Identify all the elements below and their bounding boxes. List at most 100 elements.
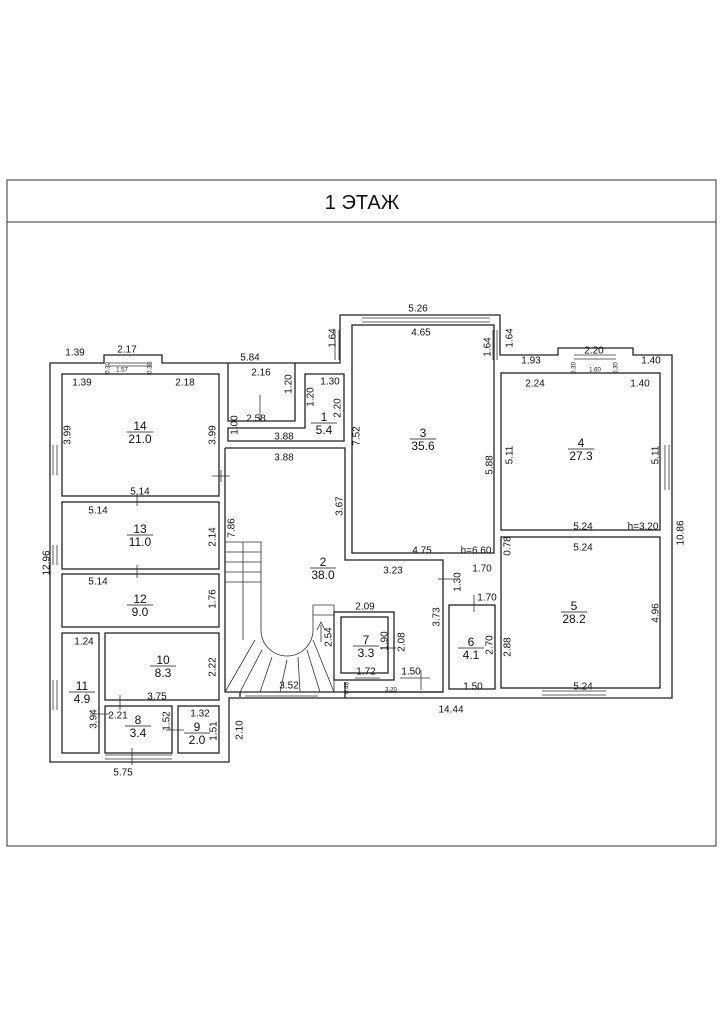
room-area: 4.1	[463, 648, 480, 662]
dimension-label: 0.30	[614, 362, 620, 374]
dimension-label: 5.24	[573, 543, 593, 554]
room-label-6: 64.1	[458, 635, 484, 662]
dimension-label: 2.17	[117, 345, 137, 356]
room-label-8: 83.4	[125, 713, 151, 740]
dimension-label: 1.60	[589, 368, 601, 374]
dimension-label: 3.99	[208, 425, 219, 445]
dimension-label: 3.67	[335, 496, 346, 516]
dimension-label: 1.93	[521, 356, 541, 367]
dimension-label: 1.00	[230, 415, 241, 435]
domclick-watermark: Домклик	[22, 990, 92, 1007]
dimension-label: 2.18	[175, 378, 195, 389]
dimension-label: 2.09	[355, 602, 375, 613]
dimension-label: h=6.60	[461, 546, 492, 557]
dimension-label: 1.50	[463, 682, 483, 693]
room-label-4: 427.3	[568, 436, 594, 463]
dimension-label: 2.14	[208, 527, 219, 547]
dimension-label: 1.40	[641, 356, 661, 367]
room-area: 38.0	[311, 568, 335, 582]
dimension-label: 5.14	[88, 577, 108, 588]
dimension-label: 2.22	[208, 657, 219, 677]
dimension-label: 7.52	[352, 426, 363, 446]
dimension-label: 4.75	[412, 546, 432, 557]
dimension-label: 1.30	[320, 377, 340, 388]
dimension-label: 5.26	[408, 304, 428, 315]
dimension-label: 0.30	[148, 362, 154, 374]
dimension-label: 2.20	[333, 398, 344, 418]
floor-title: 1 ЭТАЖ	[325, 192, 400, 214]
dimension-label: 3.88	[274, 453, 294, 464]
dimension-label: 1.51	[209, 721, 220, 741]
room-number: 8	[135, 713, 142, 727]
dimension-label: 5.11	[505, 445, 516, 464]
dimension-label: 0.30	[572, 362, 578, 374]
room-area: 8.3	[155, 666, 172, 680]
windows	[52, 317, 670, 760]
room-label-10: 108.3	[150, 653, 176, 680]
dimension-label: 10.86	[676, 520, 687, 545]
dimension-label: 1.20	[306, 387, 317, 407]
dimension-label: 1.57	[116, 368, 128, 374]
dimension-label: 3.20	[385, 688, 397, 694]
dimension-label: 2.10	[235, 720, 246, 740]
room-number: 2	[320, 555, 327, 569]
dimension-label: 1.70	[477, 593, 497, 604]
room-area: 35.6	[411, 439, 435, 453]
room-label-7: 73.3	[353, 633, 379, 660]
room-label-11: 114.9	[69, 679, 95, 706]
dimension-label: 1.30	[453, 572, 464, 592]
dimension-label: 5.84	[240, 353, 260, 364]
room-number: 7	[363, 633, 370, 647]
room-number: 3	[420, 426, 427, 440]
dimension-label: 1.24	[74, 637, 94, 648]
room-area: 21.0	[128, 432, 152, 446]
room-number: 9	[194, 720, 201, 734]
dimension-label: 1.70	[472, 564, 492, 575]
dimension-label: 3.99	[63, 425, 74, 445]
dimension-label: 5.88	[485, 455, 496, 475]
room-label-1: 15.4	[311, 410, 337, 437]
dimension-label: 1.76	[208, 589, 219, 609]
dimension-label: 2.88	[503, 637, 514, 657]
room-outlines	[61, 324, 661, 754]
room-area: 3.3	[358, 646, 375, 660]
dimension-label: 2.58	[246, 414, 266, 425]
dimension-label: 0.46	[345, 682, 351, 694]
dimension-label: 1.39	[65, 348, 85, 359]
room-label-12: 129.0	[127, 592, 153, 619]
dimension-label: 3.94	[89, 709, 100, 729]
dimension-label: 4.96	[651, 603, 662, 623]
room-area: 28.2	[562, 612, 586, 626]
dimension-label: 2.20	[584, 346, 604, 357]
dimension-label: 1.64	[328, 328, 339, 348]
room-number: 12	[133, 592, 147, 606]
room-number: 13	[133, 522, 147, 536]
dimension-label: 5.75	[113, 768, 133, 779]
dimension-label: 2.08	[397, 632, 408, 652]
dimension-label: 1.64	[505, 328, 516, 348]
room-number: 4	[578, 436, 585, 450]
dimension-label: 3.52	[279, 681, 299, 692]
outer-wall	[49, 314, 673, 763]
dimension-label: 1.39	[72, 378, 92, 389]
dimension-label: 2.54	[324, 627, 335, 647]
room-area: 3.4	[130, 726, 147, 740]
dimension-label: 5.14	[130, 487, 150, 498]
dimension-label: h=3.20	[628, 522, 659, 533]
room-area: 27.3	[569, 449, 593, 463]
dimension-label: 2.16	[251, 368, 271, 379]
dimension-label: 14.44	[438, 705, 463, 716]
dimension-label: 12.96	[42, 550, 53, 575]
room-area: 5.4	[316, 423, 333, 437]
dimension-label: 3.23	[383, 566, 403, 577]
dimension-label: 1.40	[630, 379, 650, 390]
dimension-label: 0.30	[106, 362, 112, 374]
dimension-label: 5.14	[88, 506, 108, 517]
room-label-2: 238.0	[310, 555, 336, 582]
staircase	[224, 541, 335, 693]
dimension-label: 4.65	[411, 328, 431, 339]
dimension-label: 2.24	[525, 379, 545, 390]
door-marks	[90, 395, 475, 765]
